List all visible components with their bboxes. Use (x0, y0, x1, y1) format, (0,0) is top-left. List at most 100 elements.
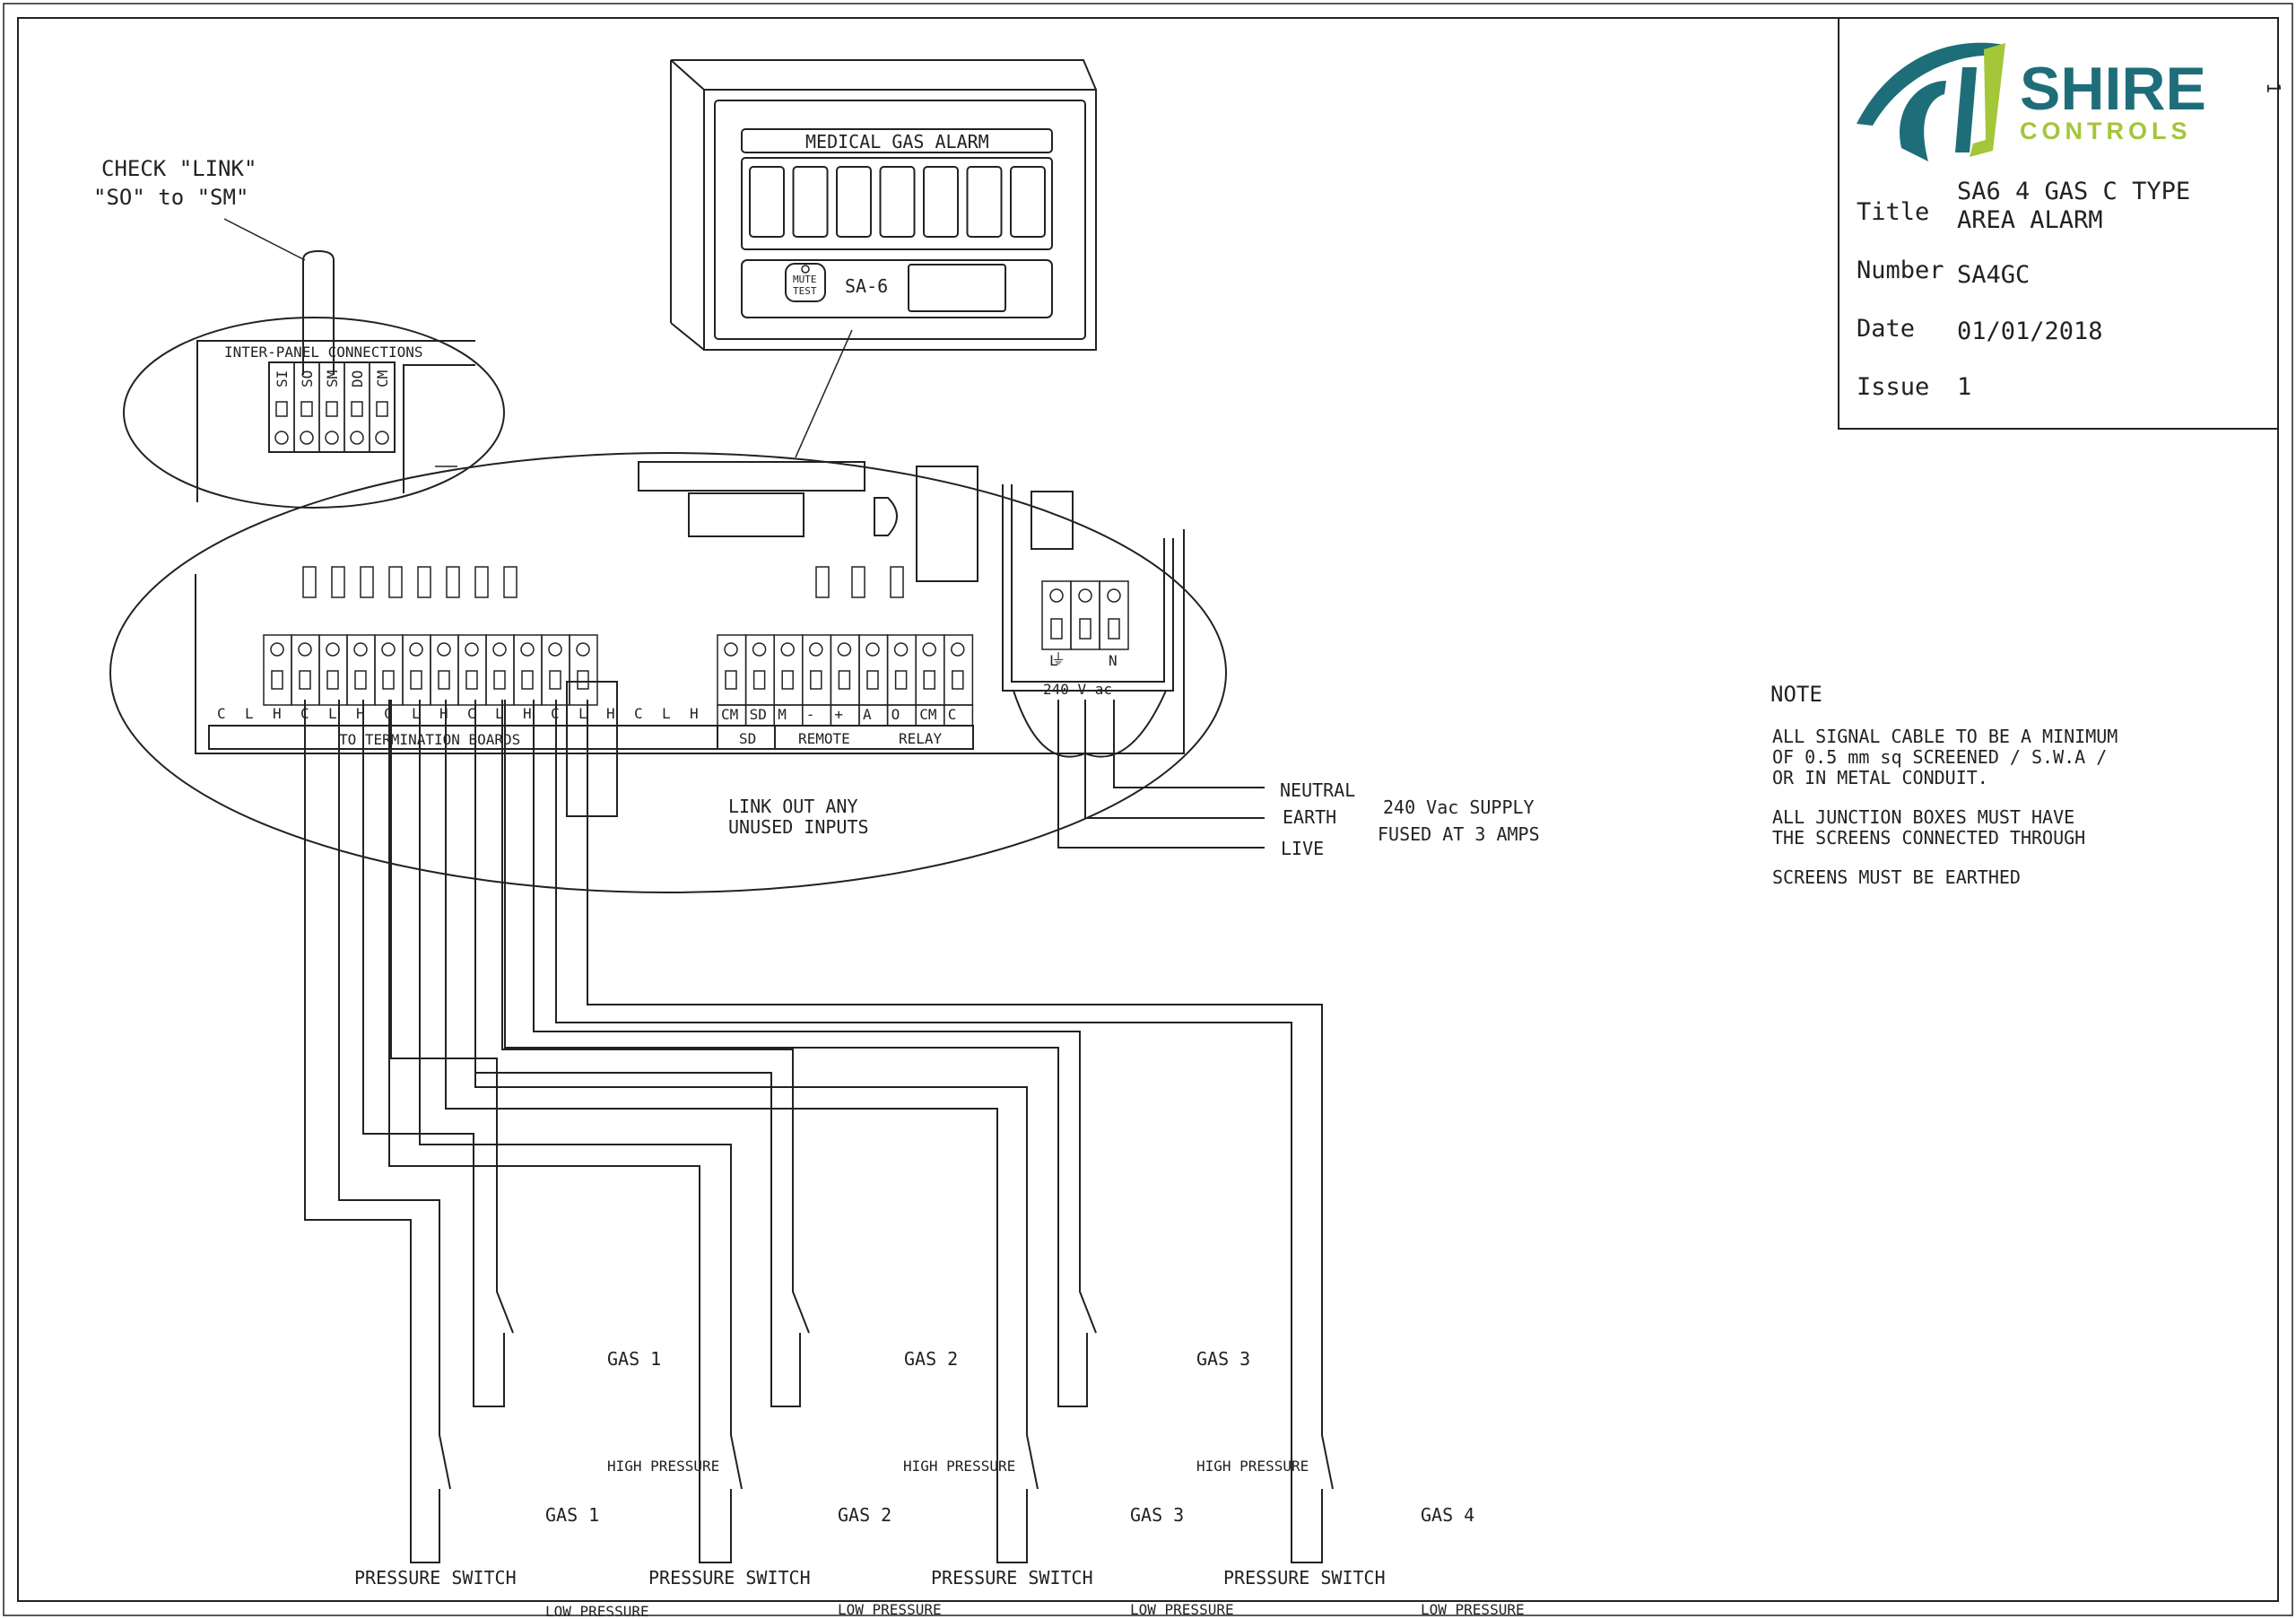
title-line-1: SA6 4 GAS C TYPE (1957, 178, 2190, 205)
control-strip (741, 259, 1053, 318)
terminal-cell (374, 634, 404, 706)
panel-face (703, 89, 1097, 351)
terminal-screw-icon (353, 642, 368, 657)
neutral-wire (1113, 700, 1265, 788)
high-pressure-return-1 (390, 700, 514, 1334)
gas-terminal-label: L (328, 705, 337, 722)
high-pressure-return-3 (533, 700, 1097, 1334)
supply-enclosure-outer (1002, 484, 1174, 692)
title-block-frame (1838, 17, 2279, 430)
terminal-screw-icon (837, 642, 852, 657)
panel-top-edge (671, 59, 1097, 91)
display-digit (923, 166, 959, 238)
terminal-clamp-icon (1108, 618, 1120, 640)
gas-terminal-label: H (690, 705, 699, 722)
title-line-2: AREA ALARM (1957, 206, 2103, 234)
board-fuse (1031, 491, 1074, 550)
detail-ellipse (123, 317, 505, 509)
terminal-screw-icon (409, 642, 423, 657)
terminal-screw-icon (325, 431, 339, 445)
supply-terminal-cell (1099, 580, 1129, 650)
terminal-clamp-icon (326, 401, 338, 417)
terminal-cell (291, 634, 320, 706)
remote-relay-group-box (774, 725, 974, 750)
callout-line-2: "SO" to "SM" (93, 185, 248, 210)
control-terminal-label: O (891, 706, 900, 723)
terminal-screw-icon (437, 642, 451, 657)
resistor-icon (890, 566, 904, 598)
gas-terminal-label: L (245, 705, 254, 722)
terminal-clamp-icon (300, 401, 313, 417)
low-gas-2-label: GAS 2 (838, 1504, 891, 1526)
resistor-icon (474, 566, 489, 598)
display-window (741, 157, 1053, 250)
date-label: Date (1857, 315, 1915, 343)
terminal-clamp-icon (351, 401, 363, 417)
terminal-screw-icon (1107, 588, 1121, 603)
terminal-clamp-icon (410, 670, 422, 690)
gas-terminal-label: H (356, 705, 365, 722)
inner-border (17, 17, 2279, 1602)
board-outline (195, 529, 1185, 754)
inter-panel-heading: INTER-PANEL CONNECTIONS (224, 344, 423, 361)
logo-bar-icon (1955, 67, 1977, 152)
number-value: SA4GC (1957, 261, 2030, 289)
resistor-icon (851, 566, 865, 598)
terminal-cell (346, 634, 376, 706)
terminal-clamp-icon (1050, 618, 1063, 640)
control-terminal-label: C (948, 706, 957, 723)
terminal-clamp-icon (271, 670, 283, 690)
gas-terminal-label: C (217, 705, 226, 722)
date-value: 01/01/2018 (1957, 318, 2103, 345)
resistor-icon (503, 566, 517, 598)
low-pressure-label-3: LOW PRESSURE (1130, 1601, 1234, 1618)
low-pressure-return-1 (338, 700, 451, 1490)
field-wiring (304, 700, 1334, 1563)
high-gas-3-label: GAS 3 (1196, 1348, 1250, 1370)
link-wire (302, 249, 335, 375)
terminal-screw-icon (1049, 588, 1064, 603)
resistor-icon (388, 566, 403, 598)
board-component (874, 497, 898, 536)
issue-label: Issue (1857, 373, 1929, 401)
link-note-line-1: LINK OUT ANY (728, 796, 858, 817)
gas-terminal-label: L (495, 705, 504, 722)
terminal-clamp-icon (725, 670, 737, 690)
group-termination: TO TERMINATION BOARDS (339, 731, 520, 748)
gas-terminal-label: C (634, 705, 643, 722)
resistor-icon (302, 566, 317, 598)
gas-terminal-label: H (273, 705, 282, 722)
link-note-line-2: UNUSED INPUTS (728, 816, 869, 838)
terminal-screw-icon (465, 642, 479, 657)
inter-panel-label: SI (274, 370, 291, 387)
terminal-clamp-icon (493, 670, 506, 690)
terminal-cell (541, 634, 570, 706)
high-pressure-label-2: HIGH PRESSURE (903, 1458, 1015, 1475)
terminal-screw-icon (300, 431, 314, 445)
terminal-clamp-icon (549, 670, 561, 690)
resistor-icon (360, 566, 374, 598)
gas-terminal-label: L (578, 705, 587, 722)
terminal-clamp-icon (275, 401, 288, 417)
terminal-clamp-icon (894, 670, 908, 690)
terminal-screw-icon (492, 642, 507, 657)
panel-leader (795, 329, 853, 458)
earth-label: EARTH (1283, 806, 1336, 828)
mute-test-button[interactable] (785, 263, 826, 302)
terminal-clamp-icon (810, 670, 822, 690)
high-gas-2-label: GAS 2 (904, 1348, 958, 1370)
terminal-screw-icon (381, 642, 396, 657)
panel-sub-window (908, 264, 1006, 312)
terminal-screw-icon (752, 642, 767, 657)
terminal-screw-icon (780, 642, 795, 657)
terminal-screw-icon (865, 642, 880, 657)
control-terminal-label: SD (750, 706, 767, 723)
mute-label: MUTE (793, 274, 817, 285)
control-terminal-label: M (778, 706, 787, 723)
high-pressure-wire-1 (362, 700, 505, 1407)
terminal-cell (402, 634, 431, 706)
supply-label-l: L (1049, 652, 1058, 669)
group-relay: RELAY (899, 730, 943, 747)
note-line-1: ALL SIGNAL CABLE TO BE A MINIMUM (1772, 726, 2118, 747)
